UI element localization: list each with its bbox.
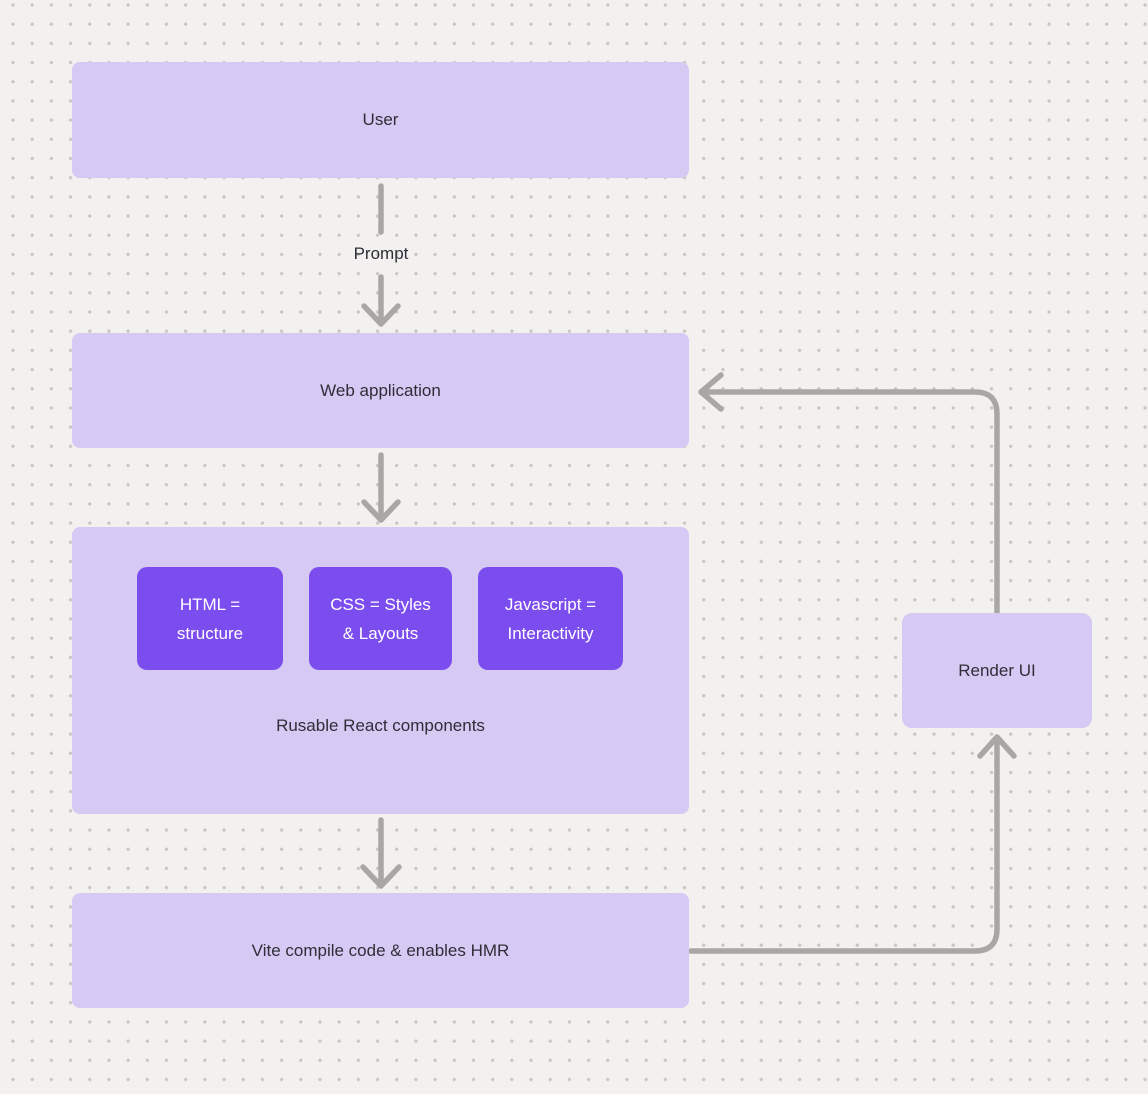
node-components-container-label: Rusable React components (276, 716, 485, 735)
node-vite: Vite compile code & enables HMR (72, 893, 689, 1008)
edge-web-components-arrowhead-icon (361, 499, 401, 523)
node-javascript-label: Javascript = Interactivity (504, 594, 597, 643)
node-html-label: HTML = structure (176, 594, 244, 643)
edge-vite-render-arrowhead-icon (977, 734, 1017, 759)
edge-components-vite-arrowhead-icon (360, 864, 402, 889)
node-css: CSS = Styles & Layouts (309, 567, 452, 670)
edge-user-web-arrowhead-icon (361, 303, 401, 327)
node-web-application-label: Web application (320, 380, 441, 400)
node-html: HTML = structure (137, 567, 283, 670)
node-user-label: User (362, 110, 399, 129)
edge-render-web-arrowhead-icon (698, 372, 724, 412)
node-css-label: CSS = Styles & Layouts (330, 594, 431, 643)
node-render-ui: Render UI (902, 613, 1092, 728)
node-user: User (72, 62, 689, 178)
node-render-ui-label: Render UI (958, 660, 1036, 680)
node-web-application: Web application (72, 333, 689, 448)
node-vite-label: Vite compile code & enables HMR (251, 940, 510, 960)
edge-vite-render-line (688, 737, 1000, 954)
node-javascript: Javascript = Interactivity (478, 567, 623, 670)
edge-render-web-line (700, 389, 1000, 616)
edge-label-prompt: Prompt (353, 244, 409, 263)
